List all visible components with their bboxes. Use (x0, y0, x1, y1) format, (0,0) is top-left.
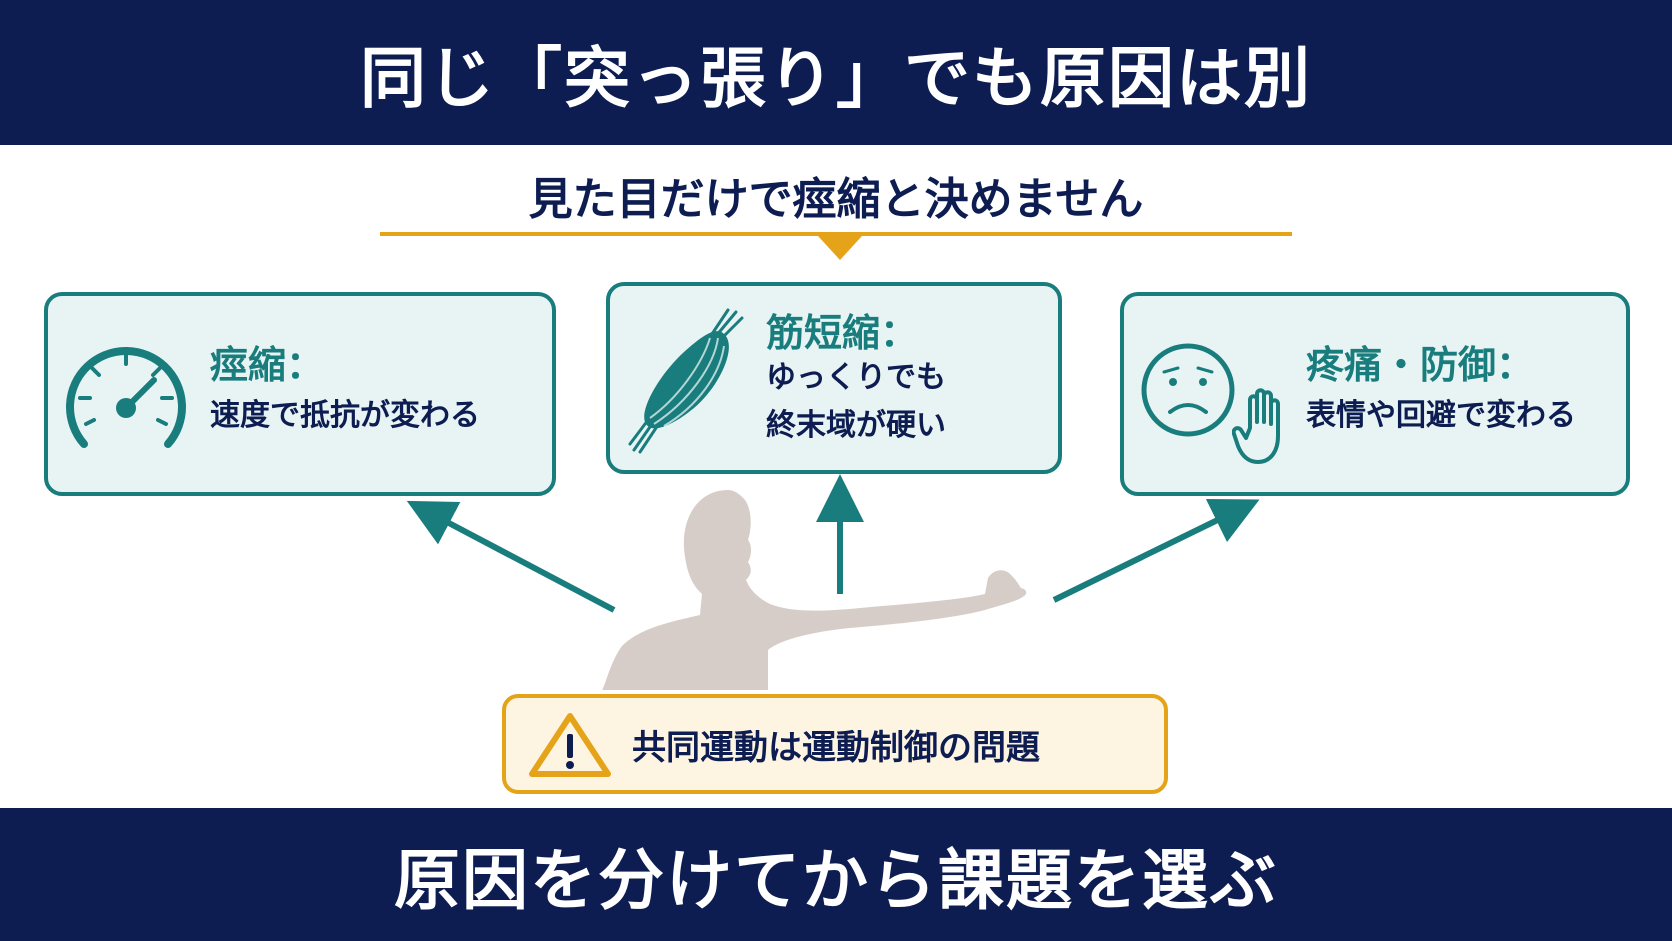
card-title: 筋短縮： (766, 311, 919, 355)
raised-hand-icon (1232, 388, 1280, 464)
subtitle-pointer (818, 236, 862, 260)
card-spasticity: 痙縮： 速度で抵抗が変わる (44, 292, 556, 496)
page-title: 同じ「突っ張り」でも原因は別 (360, 39, 1312, 117)
warning-box: 共同運動は運動制御の問題 (502, 694, 1168, 794)
card-desc-line: 速度で抵抗が変わる (210, 398, 480, 433)
card-title: 痙縮： (210, 343, 325, 387)
warning-icon (529, 713, 611, 777)
card-pain-guarding: 疼痛・防御： 表情や回避で変わる (1120, 292, 1630, 496)
arrow-to-left-card (406, 500, 616, 613)
sad-face-icon (1141, 343, 1235, 437)
card-desc-line: 終末域が硬い (766, 408, 946, 443)
card-title: 疼痛・防御： (1306, 343, 1535, 387)
warning-text: 共同運動は運動制御の問題 (632, 727, 1040, 768)
human-silhouette (602, 490, 1027, 690)
footer-text: 原因を分けてから課題を選ぶ (394, 841, 1278, 919)
card-muscle-shortening: 筋短縮： ゆっくりでも 終末域が硬い (606, 282, 1062, 474)
speedometer-icon (66, 346, 186, 448)
subtitle-underline (380, 232, 1292, 236)
arrow-to-right-card (1052, 498, 1260, 603)
muscle-icon (628, 308, 744, 454)
header-banner: 同じ「突っ張り」でも原因は別 (0, 0, 1672, 145)
subtitle: 見た目だけで痙縮と決めません (528, 174, 1144, 225)
footer-banner: 原因を分けてから課題を選ぶ (0, 808, 1672, 941)
card-desc-line: ゆっくりでも (766, 360, 946, 395)
card-desc-line: 表情や回避で変わる (1306, 398, 1576, 433)
